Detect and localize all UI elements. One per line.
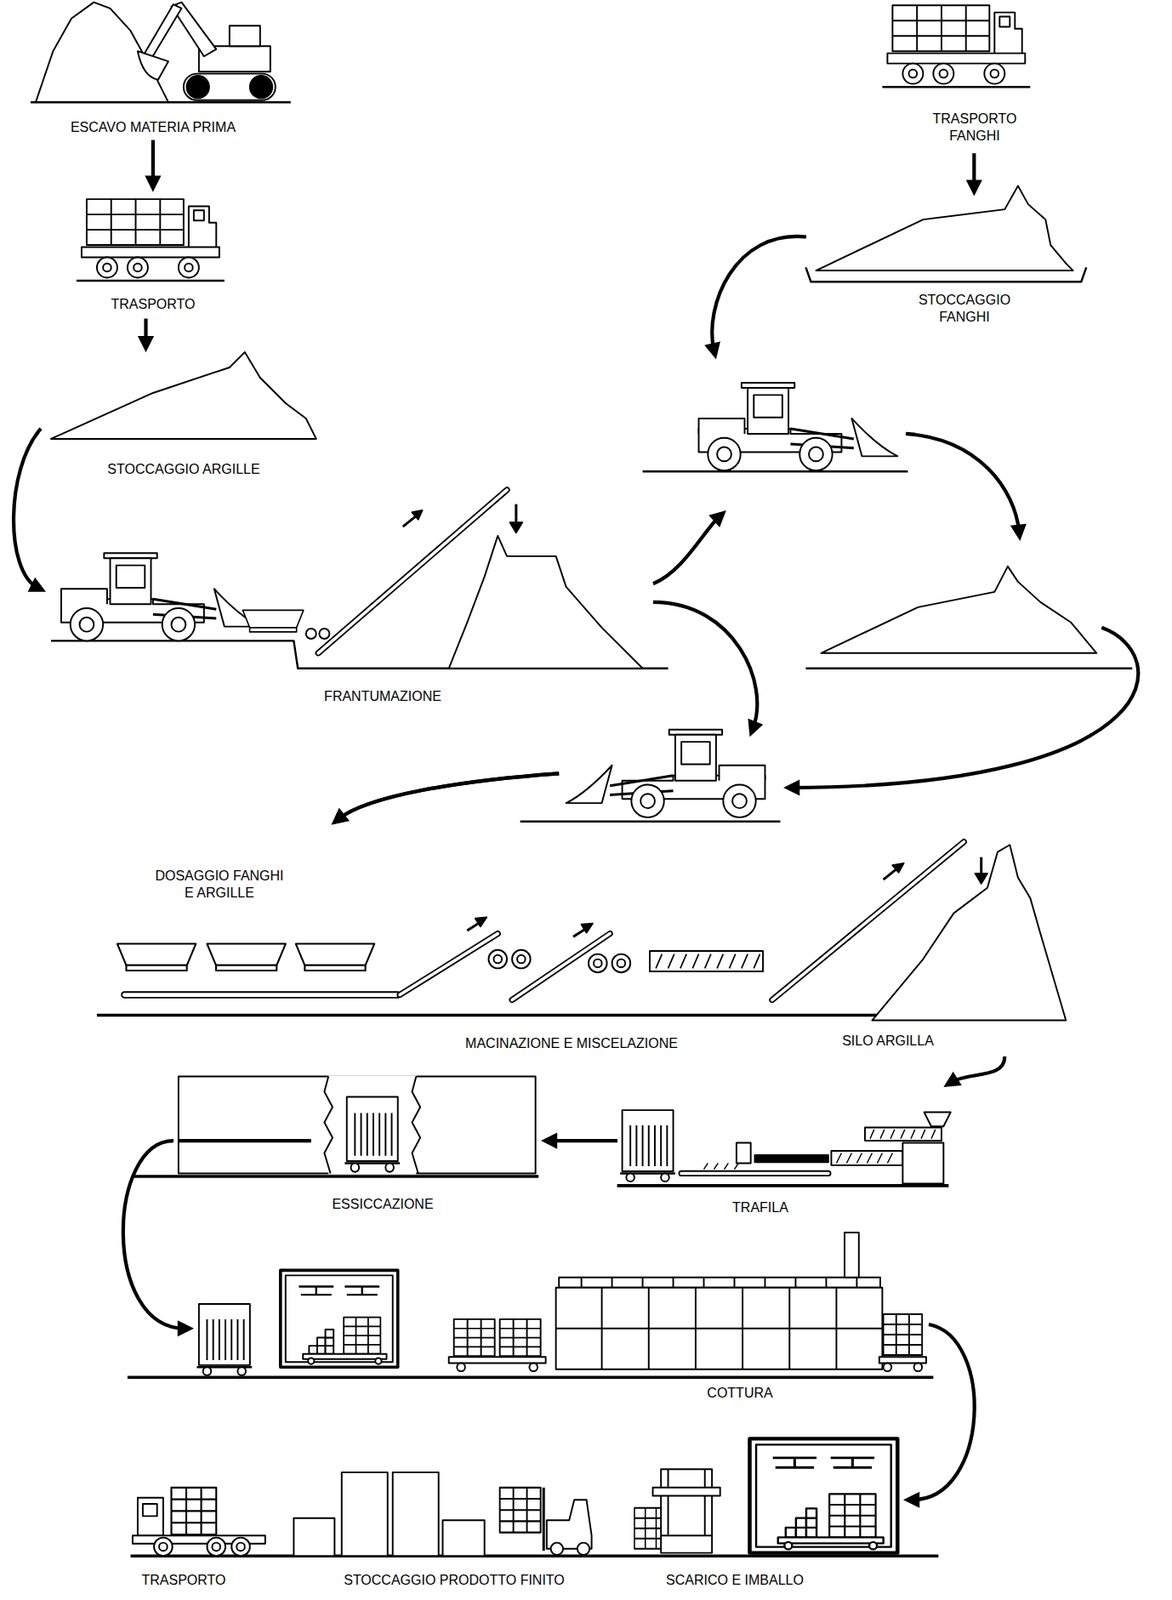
arrow-head bbox=[1010, 523, 1027, 541]
arrow-head bbox=[903, 1491, 920, 1508]
kiln-line bbox=[127, 1232, 934, 1377]
arrow-head bbox=[747, 718, 763, 737]
arrow-line bbox=[123, 1140, 185, 1329]
arrow-head bbox=[28, 577, 46, 592]
process-station: TRASPORTO bbox=[71, 192, 235, 319]
station-label: SILO ARGILLA bbox=[842, 1032, 934, 1050]
station-label: TRAFILA bbox=[732, 1199, 789, 1217]
station-label: STOCCAGGIO FANGHI bbox=[909, 291, 1020, 326]
flow-arrow bbox=[903, 1324, 975, 1508]
arrow-head bbox=[966, 179, 983, 196]
arrow-line bbox=[951, 1056, 1006, 1082]
truck bbox=[881, 5, 1030, 87]
flow-arrow bbox=[144, 140, 161, 193]
arrow-head bbox=[540, 1132, 558, 1149]
process-station: TRASPORTO FANGHI bbox=[877, 0, 1072, 154]
process-station: FRANTUMAZIONE bbox=[45, 489, 654, 710]
flow-arrow bbox=[123, 1140, 194, 1337]
arrow-head bbox=[704, 341, 721, 360]
truck bbox=[76, 199, 225, 281]
station-label: COTTURA bbox=[706, 1384, 773, 1402]
mixed-pile bbox=[805, 566, 1133, 669]
station-label: STOCCAGGIO ARGILLE bbox=[107, 460, 260, 478]
flow-arrow bbox=[331, 236, 1139, 825]
station-label: ESCAVO MATERIA PRIMA bbox=[70, 119, 236, 137]
crushing-station bbox=[51, 489, 669, 669]
clay-pile bbox=[51, 352, 317, 439]
process-station: STOCCAGGIO PRODOTTO FINITO bbox=[290, 1467, 613, 1595]
process-station: TRAFILA bbox=[617, 1086, 950, 1220]
excavator bbox=[30, 2, 291, 103]
arrow-head bbox=[144, 176, 161, 193]
station-label: TRASPORTO bbox=[142, 1571, 227, 1589]
flow-arrow bbox=[966, 153, 983, 196]
process-station: COTTURA bbox=[193, 1229, 929, 1409]
process-station: ESCAVO MATERIA PRIMA bbox=[30, 0, 291, 140]
arrow-head bbox=[137, 335, 154, 353]
process-station: STOCCAGGIO ARGILLE bbox=[40, 352, 327, 482]
finished-goods-line bbox=[130, 1438, 939, 1556]
station-label: TRASPORTO FANGHI bbox=[919, 110, 1030, 145]
process-station: DOSAGGIO FANGHI E ARGILLE bbox=[112, 824, 399, 1006]
arrow-head bbox=[331, 807, 350, 825]
mixing-line bbox=[96, 842, 1066, 1021]
arrow-head bbox=[943, 1071, 962, 1087]
process-station: MACINAZIONE E MISCELAZIONE bbox=[403, 918, 776, 1057]
station-label: ESSICCAZIONE bbox=[331, 1195, 433, 1213]
flow-arrow bbox=[13, 428, 46, 592]
loader bbox=[520, 729, 781, 822]
process-station: TRASPORTO bbox=[127, 1467, 271, 1595]
arrow-head bbox=[331, 807, 350, 825]
station-label: SCARICO E IMBALLO bbox=[665, 1571, 804, 1589]
flow-arrow bbox=[137, 318, 154, 353]
station-label: MACINAZIONE E MISCELAZIONE bbox=[465, 1035, 678, 1053]
sludge-storage bbox=[805, 186, 1087, 283]
arrow-line bbox=[338, 236, 1138, 820]
process-station: ESSICCAZIONE bbox=[173, 1076, 541, 1220]
process-station: SILO ARGILLA bbox=[816, 847, 1067, 1057]
arrow-line bbox=[550, 1138, 618, 1143]
flow-arrow bbox=[540, 1132, 618, 1149]
flow-arrow bbox=[331, 510, 764, 825]
loader bbox=[642, 382, 909, 472]
dryer bbox=[132, 1075, 539, 1177]
process-station: SCARICO E IMBALLO bbox=[627, 1428, 904, 1594]
extruder bbox=[617, 1109, 951, 1186]
arrow-line bbox=[13, 428, 41, 588]
station-label: STOCCAGGIO PRODOTTO FINITO bbox=[343, 1571, 565, 1589]
arrow-head bbox=[708, 510, 727, 528]
process-station: STOCCAGGIO FANGHI bbox=[806, 195, 1087, 334]
arrow-line bbox=[912, 1324, 975, 1500]
station-label: DOSAGGIO FANGHI E ARGILLE bbox=[151, 867, 288, 902]
flow-arrow bbox=[943, 1056, 1005, 1087]
arrow-head bbox=[783, 779, 800, 796]
arrow-line bbox=[338, 516, 757, 820]
arrow-head bbox=[177, 1319, 194, 1337]
station-label: TRASPORTO bbox=[111, 295, 196, 313]
station-label: FRANTUMAZIONE bbox=[324, 688, 442, 706]
